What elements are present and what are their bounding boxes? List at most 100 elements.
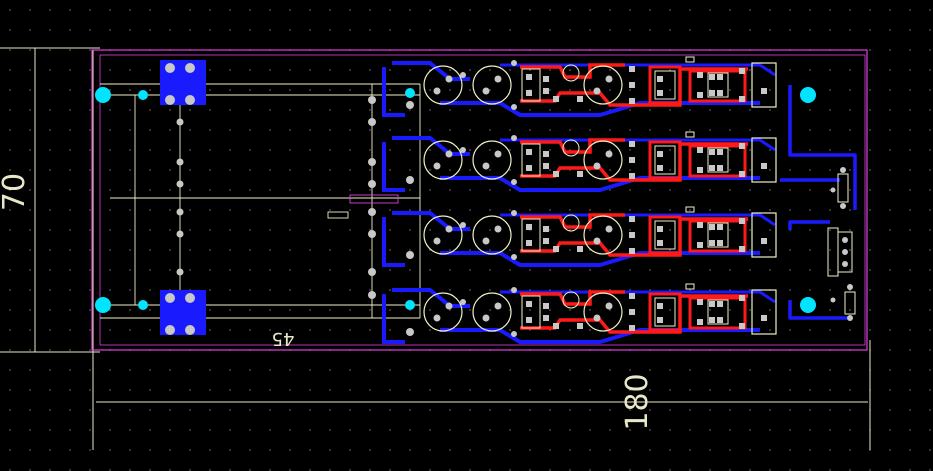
pad-icon [657,240,663,246]
connector-top [160,60,206,105]
via-icon [405,88,415,98]
pad-icon [526,74,532,80]
bottom-trace [500,290,776,304]
pad-icon [739,68,745,74]
mounting-hole-icon [800,87,816,103]
pad-icon [717,149,723,155]
pad-icon [605,225,613,233]
pad-icon [629,216,635,222]
ic-package [707,299,729,325]
capacitor [472,292,512,332]
pad-icon [445,150,453,158]
pad-icon [605,302,613,310]
capacitor [583,65,623,105]
pad-icon [657,151,663,157]
pad-icon [657,76,663,82]
top-trace [648,292,682,332]
bottom-trace [500,213,776,227]
pad-icon [709,301,715,307]
top-trace [648,215,682,255]
pad-icon [709,224,715,230]
pad-column-left [176,118,184,276]
pad-icon [629,309,635,315]
capacitor [423,215,463,255]
pad-icon [657,90,663,96]
connector-bottom [160,290,206,335]
pad-icon [543,163,549,169]
bottom-trace [382,142,405,192]
pad-icon [543,303,549,309]
top-trace [648,140,682,180]
smd-part [685,283,695,290]
pad-icon [739,246,745,252]
bottom-trace [500,138,776,152]
pad-icon [717,165,723,171]
pad-icon [553,96,559,102]
capacitor [472,215,512,255]
pad-icon [577,323,583,329]
pad-icon [543,151,549,157]
bottom-trace [392,61,470,81]
dimension-lines [0,47,871,450]
output-connector [751,137,777,183]
pad-icon [629,325,635,331]
pad-icon [761,315,767,321]
pad-icon [605,75,613,83]
bottom-trace [382,294,405,344]
pad-icon [761,88,767,94]
resistor [521,68,541,102]
smd-part [685,56,695,63]
pad-icon [697,222,703,228]
pad-column-center [368,96,376,299]
pad-icon [445,75,453,83]
pad-icon [761,238,767,244]
pad-icon [709,165,715,171]
bottom-trace [382,67,405,117]
pad-icon [697,299,703,305]
dimension-spacing-label: 45 [272,328,295,349]
pad-icon [593,162,601,170]
capacitor-small [562,139,580,157]
transistor [654,70,676,100]
pad-icon [657,165,663,171]
pad-icon [553,246,559,252]
pad-icon [629,157,635,163]
pad-icon [717,74,723,80]
transistor [654,220,676,250]
pad-icon [482,162,490,170]
top-trace [688,144,747,178]
ic-package [707,72,729,98]
pad-icon [577,96,583,102]
capacitor-small [562,291,580,309]
capacitor-small [562,64,580,82]
pad-icon [739,171,745,177]
pad-icon [593,314,601,322]
pad-icon [526,149,532,155]
via-icon [511,254,517,260]
board-outline [91,49,868,351]
pad-icon [482,314,490,322]
pad-icon [605,150,613,158]
output-connector [751,289,777,335]
pad-icon [629,248,635,254]
mounting-hole-icon [95,297,111,313]
capacitor [423,292,463,332]
via-icon [460,72,466,78]
capacitor [583,140,623,180]
transistor [654,297,676,327]
pad-icon [717,240,723,246]
pad-icon [526,317,532,323]
mounting-hole-icon [95,87,111,103]
via-icon [460,299,466,305]
pad-icon [709,317,715,323]
mounting-holes [95,87,816,313]
pad-icon [629,98,635,104]
via-icon [511,135,517,141]
pad-icon [494,225,502,233]
capacitor [423,65,463,105]
pad-icon [593,87,601,95]
pad-icon [445,225,453,233]
pad-icon [739,96,745,102]
